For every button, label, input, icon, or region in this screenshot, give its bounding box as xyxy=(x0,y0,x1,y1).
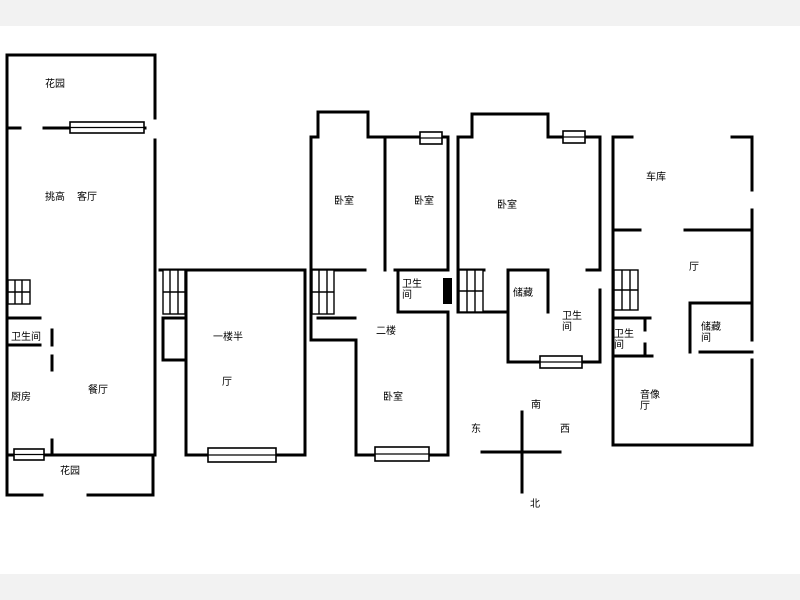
room-label-hall-half: 厅 xyxy=(222,377,232,388)
window-master-bedroom xyxy=(562,130,586,144)
basement-plan xyxy=(611,135,754,447)
room-label-bathroom-mid: 卫生间 xyxy=(402,279,422,301)
room-label-storage-mid: 储藏 xyxy=(513,288,533,299)
window-living-room xyxy=(69,121,145,134)
room-label-bedroom-master: 卧室 xyxy=(497,200,517,211)
compass-label-east: 东 xyxy=(471,424,481,435)
compass-label-north: 北 xyxy=(530,499,540,510)
room-label-bedroom-a: 卧室 xyxy=(334,196,354,207)
room-label-half-floor: 一楼半 xyxy=(213,332,243,343)
half-floor-plan xyxy=(158,268,307,457)
room-label-av-room: 音像厅 xyxy=(640,390,660,412)
room-label-garden-top: 花园 xyxy=(45,79,65,90)
stair-basement xyxy=(613,269,639,311)
room-label-dining-room: 餐厅 xyxy=(88,385,108,396)
stair-master-floor xyxy=(458,269,484,313)
room-label-tall-ceiling: 挑高 xyxy=(45,192,65,203)
window-bedroom-c xyxy=(374,446,430,462)
room-label-second-floor: 二楼 xyxy=(376,326,396,337)
compass-cross xyxy=(480,410,562,494)
room-label-bedroom-c: 卧室 xyxy=(383,392,403,403)
room-label-bathroom-master: 卫生间 xyxy=(562,311,582,333)
window-kitchen xyxy=(13,448,45,461)
stair-second-floor xyxy=(311,269,335,315)
room-label-hall-right: 厅 xyxy=(689,262,699,273)
stair-half-floor xyxy=(162,269,186,315)
canvas-background xyxy=(0,26,800,574)
room-label-garden-bottom: 花园 xyxy=(60,466,80,477)
room-label-bedroom-b: 卧室 xyxy=(414,196,434,207)
window-bedroom-b xyxy=(419,131,443,145)
room-label-bathroom-left: 卫生间 xyxy=(11,332,41,343)
room-label-storage-right: 储藏间 xyxy=(701,322,721,344)
room-label-living-room: 客厅 xyxy=(77,192,97,203)
door-bathroom-mid xyxy=(443,278,452,304)
compass-label-west: 西 xyxy=(560,424,570,435)
compass-label-south: 南 xyxy=(531,400,541,411)
stair-first-floor xyxy=(7,279,31,305)
room-label-kitchen: 厨房 xyxy=(11,392,31,403)
window-half-floor xyxy=(207,447,277,463)
window-master-bathroom xyxy=(539,355,583,369)
room-label-bathroom-right: 卫生间 xyxy=(614,329,634,351)
first-floor-plan xyxy=(5,53,157,497)
room-label-garage: 车库 xyxy=(646,172,666,183)
